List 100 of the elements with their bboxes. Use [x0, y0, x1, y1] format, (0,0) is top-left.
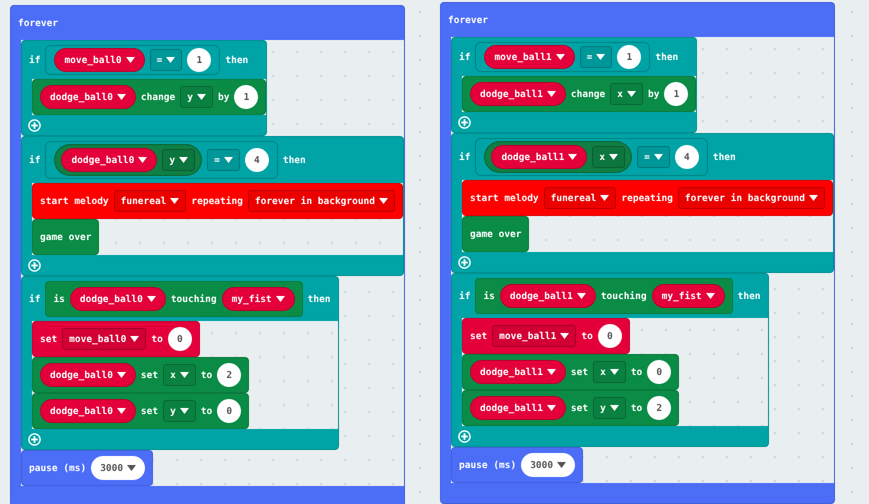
block-label: then	[282, 154, 306, 166]
block-label: if	[459, 290, 470, 302]
block-label: to	[200, 370, 212, 380]
field-text: =	[156, 54, 162, 66]
if-then-block	[451, 133, 834, 273]
block-label: start melody	[40, 196, 109, 206]
melody-block	[32, 183, 403, 219]
block-label: to	[581, 330, 593, 342]
variable-pill	[500, 284, 596, 308]
block-label: then	[655, 52, 678, 62]
touching-condition-block	[45, 281, 303, 317]
block-label: forever	[448, 14, 488, 26]
block-label: if	[29, 154, 40, 166]
field-text: 0	[176, 334, 183, 344]
block-label: forever	[18, 18, 58, 28]
block-label: if	[459, 152, 470, 162]
variable-pill	[652, 284, 725, 308]
block-label: game over	[40, 232, 92, 242]
block-label: start melody	[470, 192, 539, 204]
field-text: dodge_ball0	[80, 294, 143, 304]
block-label: is	[483, 290, 495, 302]
block-label: set	[570, 366, 588, 378]
dropdown-field	[592, 146, 626, 168]
field-text: move_ball1	[499, 330, 556, 342]
block-label: if	[459, 52, 470, 62]
field-text: x	[599, 152, 606, 162]
field-text: dodge_ball1	[480, 402, 543, 414]
number-field	[647, 360, 672, 384]
game-over-block	[32, 219, 100, 255]
field-text: dodge_ball1	[480, 88, 543, 100]
block-label: to	[630, 366, 642, 378]
number-dropdown-field	[91, 456, 146, 480]
field-text: 1	[196, 54, 202, 66]
sprite-block	[462, 390, 680, 426]
number-field	[217, 363, 242, 387]
field-text: 4	[684, 152, 690, 162]
block-label: by	[648, 88, 660, 100]
block-label: then	[308, 294, 331, 304]
forever-loop-block	[10, 5, 405, 504]
dropdown-field	[544, 187, 616, 209]
field-text: 3000	[530, 460, 554, 470]
variable-pill	[470, 396, 566, 420]
dropdown-field	[114, 190, 186, 212]
block-label: set	[470, 330, 488, 342]
block-label: set	[140, 370, 158, 380]
field-text: x	[617, 88, 623, 100]
dropdown-field	[593, 361, 626, 383]
set-variable-block	[32, 321, 200, 357]
field-text: dodge_ball0	[50, 92, 113, 102]
variable-pill	[61, 148, 158, 172]
block-label: touching	[170, 294, 217, 304]
pause-block	[21, 450, 154, 486]
dropdown-field	[580, 46, 612, 68]
field-text: my_fist	[232, 294, 272, 304]
dropdown-field	[180, 86, 213, 108]
block-label: then	[225, 54, 248, 66]
sprite-block	[32, 79, 266, 115]
dropdown-field	[248, 190, 395, 212]
block-label: pause (ms)	[29, 462, 86, 474]
field-text: dodge_ball1	[501, 152, 564, 162]
variable-pill	[470, 360, 566, 384]
field-text: 0	[656, 366, 662, 378]
field-text: x	[600, 366, 606, 378]
field-text: 3000	[100, 462, 124, 474]
field-text: 0	[606, 330, 613, 342]
block-label: then	[712, 152, 736, 162]
if-then-block	[21, 276, 339, 450]
dropdown-field	[610, 83, 643, 105]
dropdown-field	[162, 149, 196, 171]
if-then-block	[451, 273, 769, 447]
set-variable-block	[462, 318, 630, 354]
field-text: dodge_ball0	[71, 154, 134, 166]
dropdown-field	[678, 187, 825, 209]
field-text: =	[214, 154, 220, 166]
block-label: to	[630, 402, 642, 414]
block-label: to	[151, 334, 163, 344]
field-text: dodge_ball1	[480, 366, 543, 378]
variable-pill	[470, 82, 566, 106]
field-text: move_ball1	[494, 52, 552, 62]
variable-pill	[40, 85, 136, 109]
dropdown-field	[163, 400, 196, 422]
number-field	[234, 85, 258, 109]
dropdown-field	[593, 397, 626, 419]
number-field	[187, 48, 212, 72]
block-label: by	[218, 92, 230, 102]
field-text: y	[169, 154, 176, 166]
sprite-block	[462, 354, 680, 390]
field-text: dodge_ball1	[510, 290, 573, 302]
number-field	[217, 399, 242, 423]
variable-pill	[40, 399, 136, 423]
dropdown-field	[207, 149, 240, 171]
field-text: y	[600, 402, 606, 414]
field-text: x	[170, 370, 176, 380]
if-then-block	[21, 40, 268, 136]
number-field	[664, 82, 688, 106]
block-label: then	[738, 290, 761, 302]
field-text: 2	[656, 402, 662, 414]
field-text: y	[170, 406, 176, 416]
block-label: change	[570, 88, 606, 100]
number-field	[598, 324, 622, 348]
